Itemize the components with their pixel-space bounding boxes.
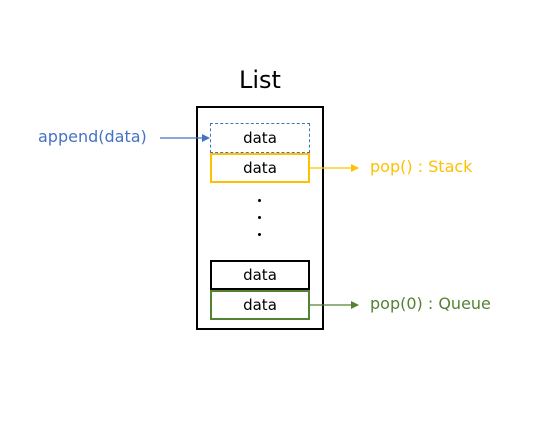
list-title: List [239, 66, 281, 94]
append-label: append(data) [38, 127, 147, 146]
list-cell-queue-pop: data [210, 290, 310, 320]
list-cell-stack-pop: data [210, 153, 310, 183]
queue-pop-label: pop(0) : Queue [370, 294, 491, 313]
ellipsis-dot [258, 199, 261, 202]
stack-pop-label: pop() : Stack [370, 157, 473, 176]
ellipsis-dot [258, 216, 261, 219]
list-container [196, 106, 324, 330]
list-cell: data [210, 260, 310, 290]
list-cell-appended: data [210, 123, 310, 153]
ellipsis-dot [258, 233, 261, 236]
